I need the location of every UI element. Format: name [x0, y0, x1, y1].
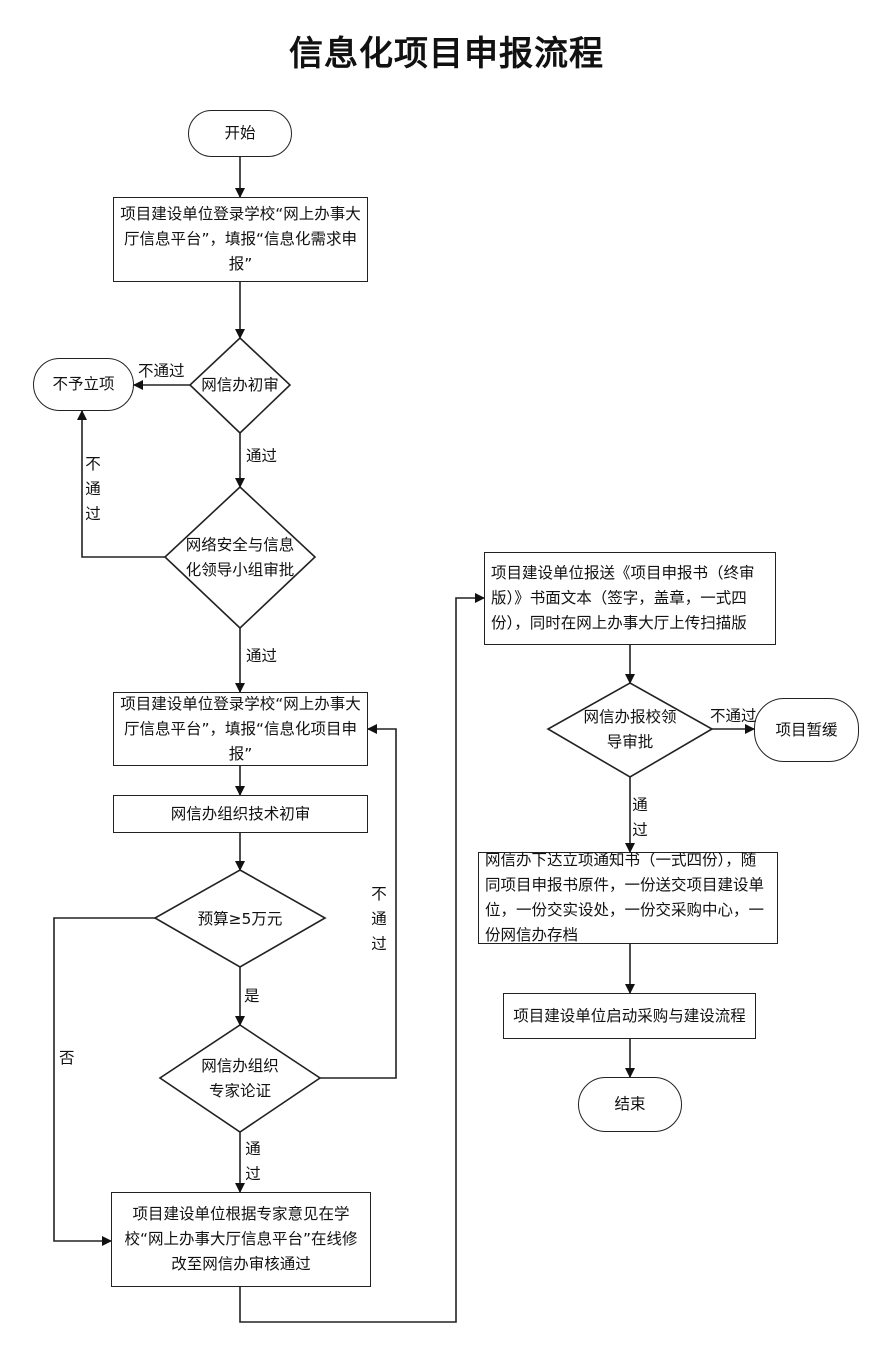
- label-committee-pass: 通过: [246, 647, 278, 665]
- suspend-node: 项目暂缓: [754, 698, 859, 762]
- label-prelim-pass: 通过: [246, 447, 278, 465]
- edge-committee-to-reject: [77, 410, 165, 558]
- diamond-expert-review: [158, 1024, 322, 1133]
- label-expert-fail: 不通过: [371, 885, 387, 953]
- committee-text: 网络安全与信息化领导小组审批: [185, 536, 295, 579]
- expert-review-text: 网信办组织专家论证: [201, 1057, 279, 1100]
- label-committee-fail: 不通过: [85, 455, 101, 523]
- label-prelim-fail: 不通过: [138, 362, 185, 380]
- diamond-budget: [153, 869, 327, 968]
- label-budget-yes: 是: [244, 987, 260, 1005]
- page-title: 信息化项目申报流程: [289, 34, 604, 74]
- label-budget-no: 否: [59, 1049, 75, 1067]
- requirement-submit-box: 项目建设单位登录学校“网上办事大厅信息平台”，填报“信息化需求申报”: [113, 197, 368, 282]
- budget-text: 预算≥5万元: [197, 909, 283, 928]
- revise-box: 项目建设单位根据专家意见在学校“网上办事大厅信息平台”在线修改至网信办审核通过: [111, 1192, 371, 1287]
- submit-book-box: 项目建设单位报送《项目申报书（终审版）》书面文本（签字，盖章，一式四份），同时在…: [484, 552, 776, 645]
- prelim-review-text: 网信办初审: [201, 375, 279, 394]
- diamond-committee: [163, 485, 317, 630]
- label-leader-fail: 不通过: [710, 707, 757, 725]
- edge-revise-to-submit: [239, 593, 485, 1323]
- diamond-prelim-review: [188, 336, 292, 435]
- end-node: 结束: [578, 1077, 682, 1132]
- leader-approval-text: 网信办报校领导审批: [583, 708, 677, 751]
- notice-box: 网信办下达立项通知书（一式四份），随同项目申报书原件，一份送交项目建设单位，一份…: [478, 851, 778, 944]
- reject-node: 不予立项: [33, 358, 134, 411]
- project-submit-box: 项目建设单位登录学校“网上办事大厅信息平台”，填报“信息化项目申报”: [113, 692, 368, 766]
- tech-review-box: 网信办组织技术初审: [113, 795, 368, 833]
- edge-budget-no: [53, 917, 155, 1246]
- launch-box: 项目建设单位启动采购与建设流程: [503, 993, 756, 1039]
- label-expert-pass: 通过: [245, 1140, 261, 1183]
- start-node: 开始: [188, 110, 292, 157]
- label-leader-pass: 通过: [632, 796, 648, 839]
- edge-expert-fail: [320, 724, 397, 1079]
- diamond-leader-approval: [546, 682, 714, 778]
